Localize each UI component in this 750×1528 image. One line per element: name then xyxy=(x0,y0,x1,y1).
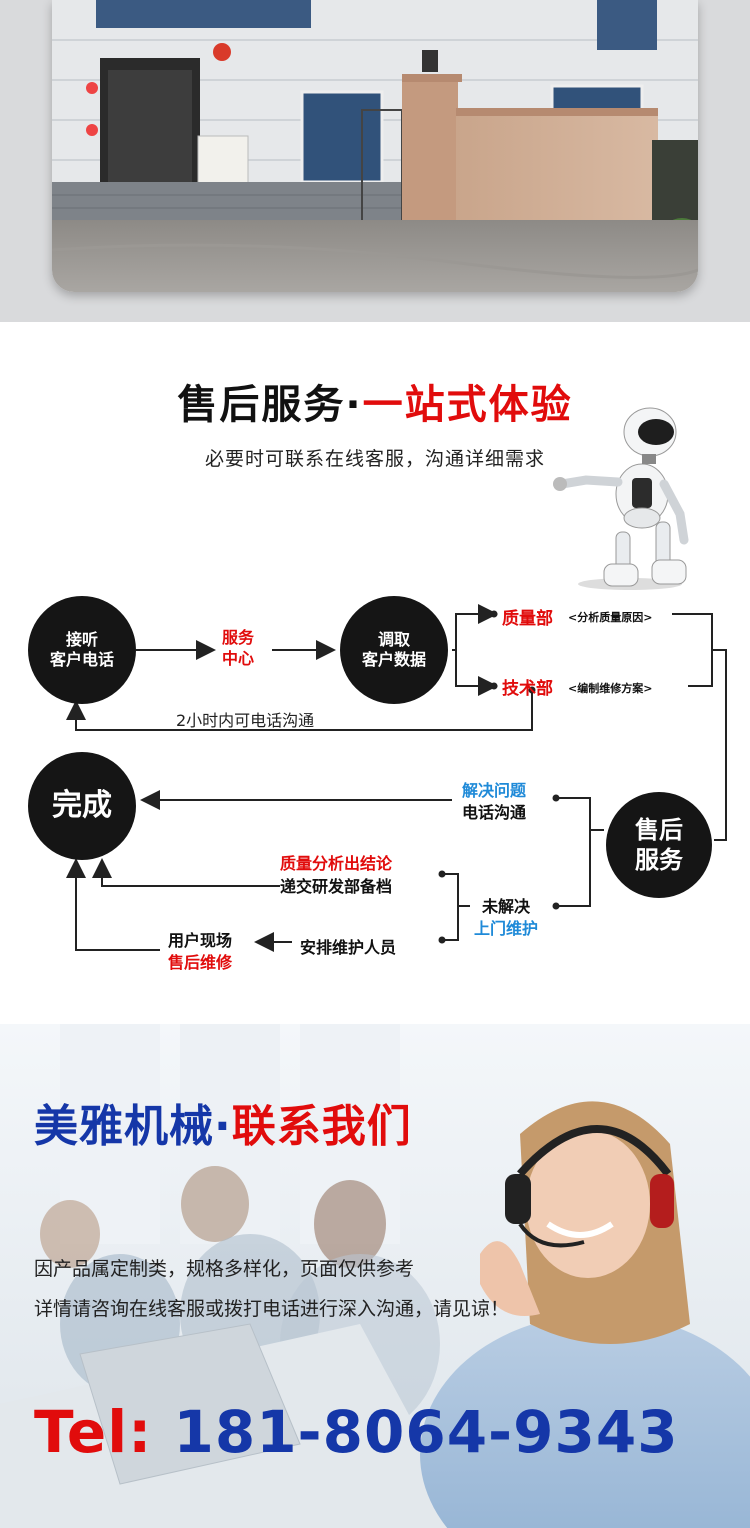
service-center-label: 服务 中心 xyxy=(222,628,254,670)
service-subtitle: 必要时可联系在线客服，沟通详细需求 xyxy=(204,448,545,470)
arrange-label: 安排维护人员 xyxy=(300,938,397,957)
service-center-line1: 服务 xyxy=(222,628,255,647)
contact-note-line1: 因产品属定制类，规格多样化，页面仅供参考 xyxy=(34,1258,415,1280)
quality-dept-label: 质量部 xyxy=(502,609,553,629)
service-title-dot: · xyxy=(345,382,363,428)
answer-call-line2: 客户电话 xyxy=(49,650,114,669)
tel-number[interactable]: 181-8064-9343 xyxy=(173,1398,679,1466)
contact-title-accent: 联系我们 xyxy=(231,1101,412,1152)
conclusion-line2: 递交研发部备档 xyxy=(280,877,393,897)
onsite-line1: 用户现场 xyxy=(168,931,233,950)
onsite-label: 用户现场 售后维修 xyxy=(168,930,232,973)
service-title-main: 售后服务 xyxy=(177,382,346,428)
fetch-data-line2: 客户数据 xyxy=(361,650,426,669)
contact-title: 美雅机械·联系我们 xyxy=(34,1090,412,1154)
solved-line2: 电话沟通 xyxy=(462,803,527,823)
done-label: 完成 xyxy=(52,788,112,824)
unsolved-label: 未解决 上门维护 xyxy=(474,896,538,939)
unsolved-line2: 上门维护 xyxy=(474,918,539,938)
solved-line1: 解决问题 xyxy=(462,781,527,800)
answer-call-line1: 接听 xyxy=(65,630,98,649)
solved-label: 解决问题 电话沟通 xyxy=(462,780,526,825)
aftersale-line2: 服务 xyxy=(635,846,683,874)
contact-title-brand: 美雅机械 xyxy=(34,1101,214,1152)
tech-dept-note: <编制维修方案> xyxy=(568,682,653,695)
answer-call-node: 接听 客户电话 xyxy=(28,596,136,704)
service-title: 售后服务·一站式体验 xyxy=(0,372,750,430)
aftersale-line1: 售后 xyxy=(635,816,683,844)
two-hours-label: 2小时内可电话沟通 xyxy=(176,711,315,730)
tel-label: Tel: xyxy=(34,1398,153,1466)
done-node: 完成 xyxy=(28,752,136,860)
fetch-data-line1: 调取 xyxy=(377,630,410,649)
phone-number[interactable]: Tel: 181-8064-9343 xyxy=(34,1398,679,1466)
flow-diagram xyxy=(66,604,727,952)
fetch-data-node: 调取 客户数据 xyxy=(340,596,448,704)
contact-note-line2: 详情请咨询在线客服或拨打电话进行深入沟通，请见谅！ xyxy=(34,1298,510,1320)
service-center-line2: 中心 xyxy=(222,648,255,668)
aftersale-node: 售后 服务 xyxy=(606,792,712,898)
conclusion-label: 质量分析出结论 递交研发部备档 xyxy=(280,852,392,898)
quality-dept-note: <分析质量原因> xyxy=(568,611,653,624)
factory-banner xyxy=(0,0,750,322)
contact-title-dot: · xyxy=(214,1101,232,1152)
factory-photo xyxy=(52,0,698,292)
conclusion-line1: 质量分析出结论 xyxy=(280,854,393,873)
tech-dept-label: 技术部 xyxy=(502,679,553,699)
onsite-line2: 售后维修 xyxy=(168,952,233,972)
robot-icon xyxy=(552,402,702,592)
contact-section: 美雅机械·联系我们 因产品属定制类，规格多样化，页面仅供参考 详情请咨询在线客服… xyxy=(0,1024,750,1528)
call-center-illustration xyxy=(0,1024,750,1528)
unsolved-line1: 未解决 xyxy=(482,897,531,916)
service-title-accent: 一站式体验 xyxy=(362,382,573,428)
